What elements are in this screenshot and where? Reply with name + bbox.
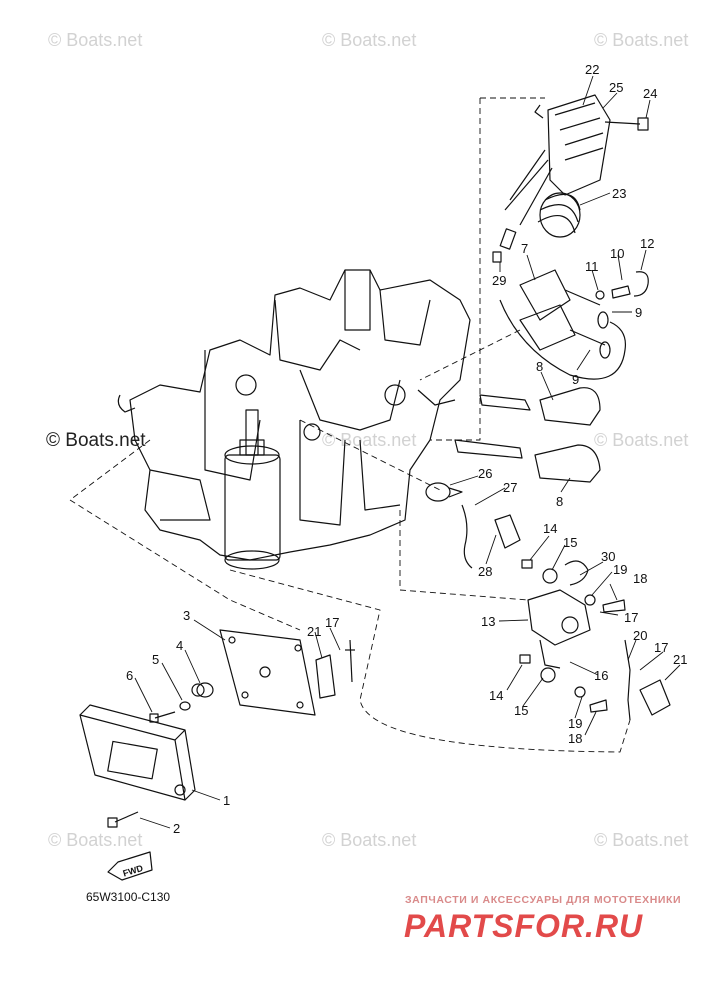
callout-15-upper: 15 [563, 535, 577, 550]
watermark-top-center: © Boats.net [322, 30, 417, 50]
callout-14-upper: 14 [543, 521, 557, 536]
callout-1: 1 [223, 793, 230, 808]
watermark-bottom-left: © Boats.net [48, 830, 143, 850]
washer-5 [179, 701, 191, 711]
callout-13: 13 [481, 614, 495, 629]
bracket-13 [527, 589, 591, 669]
hose-27-28 [461, 504, 521, 569]
callout-8-lower: 8 [556, 494, 563, 509]
plug-cap-8-lower [534, 444, 601, 483]
callout-4: 4 [176, 638, 183, 653]
callout-29: 29 [492, 273, 506, 288]
part-callouts: 22 25 24 23 29 7 10 11 12 9 9 8 8 26 27 … [122, 62, 688, 878]
diagram-code: 65W3100-C130 [86, 890, 171, 904]
callout-20: 20 [633, 628, 647, 643]
callout-12: 12 [640, 236, 654, 251]
watermark-mid-center: © Boats.net [322, 430, 417, 450]
callout-2: 2 [173, 821, 180, 836]
ignition-coil-unit [492, 94, 611, 263]
callout-18-upper: 18 [633, 571, 647, 586]
callout-28: 28 [478, 564, 492, 579]
watermark-mid-left: © Boats.net [46, 430, 146, 451]
bolt-24 [604, 117, 649, 131]
callout-19-lower: 19 [568, 716, 582, 731]
callout-25: 25 [609, 80, 623, 95]
callout-27: 27 [503, 480, 517, 495]
callout-6: 6 [126, 668, 133, 683]
small-parts-10-11-12 [595, 271, 649, 300]
callout-30: 30 [601, 549, 615, 564]
watermark-mid-right: © Boats.net [594, 430, 689, 450]
callout-8-upper: 8 [536, 359, 543, 374]
callout-11: 11 [585, 259, 599, 274]
callout-16: 16 [594, 668, 608, 683]
callout-leader-lines [134, 75, 681, 829]
callout-21-right: 21 [673, 652, 687, 667]
callout-9-lower: 9 [572, 372, 579, 387]
hardware-14-19-30 [519, 559, 626, 713]
callout-22: 22 [585, 62, 599, 77]
plug-cap-8-upper [539, 387, 601, 426]
callout-19-upper: 19 [613, 562, 627, 577]
bolt-6 [149, 711, 176, 723]
watermark-bottom-center: © Boats.net [322, 830, 417, 850]
callout-5: 5 [152, 652, 159, 667]
shop-tagline: ЗАПЧАСТИ И АКСЕССУАРЫ ДЛЯ МОТОТЕХНИКИ [405, 894, 682, 906]
callout-14-lower: 14 [489, 688, 503, 703]
callout-15-lower: 15 [514, 703, 528, 718]
ignition-coil-7 [499, 269, 627, 380]
shop-brand-logo: PARTSFOR.RU [404, 908, 644, 944]
callout-17-mid: 17 [624, 610, 638, 625]
callout-17-right: 17 [654, 640, 668, 655]
watermark-bottom-right: © Boats.net [594, 830, 689, 850]
callout-26: 26 [478, 466, 492, 481]
cdi-unit-1 [79, 704, 196, 801]
spark-plugs [454, 394, 531, 459]
callout-9-upper: 9 [635, 305, 642, 320]
bolt-2 [107, 811, 139, 828]
boot-23 [537, 192, 581, 238]
assembly-guide-lines [69, 97, 631, 753]
gasket-3 [219, 629, 316, 716]
watermark-top-left: © Boats.net [48, 30, 143, 50]
callout-10: 10 [610, 246, 624, 261]
wire-20-21 [315, 639, 671, 721]
watermark-top-right: © Boats.net [594, 30, 689, 50]
callout-24: 24 [643, 86, 657, 101]
callout-18-lower: 18 [568, 731, 582, 746]
fwd-arrow-icon [107, 851, 153, 881]
callout-3: 3 [183, 608, 190, 623]
grommet-4 [191, 682, 214, 698]
sensor-26 [425, 482, 463, 502]
starter-motor [224, 409, 281, 570]
callout-21-left: 21 [307, 624, 321, 639]
callout-7: 7 [521, 241, 528, 256]
engine-block [117, 269, 471, 561]
callout-17-left: 17 [325, 615, 339, 630]
callout-23: 23 [612, 186, 626, 201]
